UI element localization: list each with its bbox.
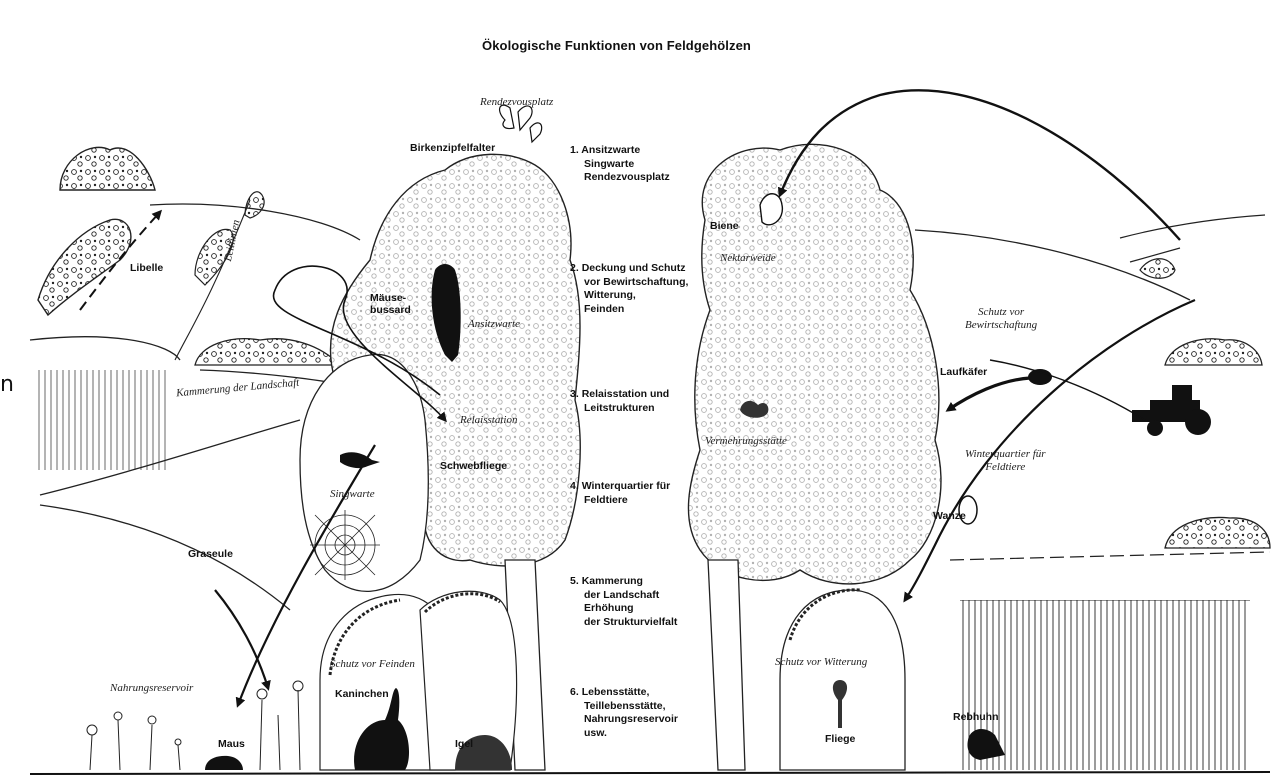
label-laufkaefer: Laufkäfer [940, 366, 987, 378]
crop-field [38, 370, 168, 470]
ground-line [30, 772, 1270, 774]
tree-trunk [708, 560, 745, 770]
function-item-3: 3. Relaisstation und Leitstrukturen [570, 388, 710, 415]
annotation-vermehrungsstaette: Vermehrungsstätte [705, 435, 787, 448]
label-maus: Maus [218, 738, 245, 750]
function-item-1: 1. Ansitzwarte Singwarte Rendezvousplatz [570, 144, 710, 185]
label-kaninchen: Kaninchen [335, 688, 389, 700]
label-birkenzipfelfalter: Birkenzipfelfalter [410, 142, 495, 154]
annotation-nektarweide: Nektarweide [720, 252, 776, 265]
hedge [1165, 339, 1262, 365]
arrow-graseule [215, 590, 268, 688]
annotation-ansitzwarte: Ansitzwarte [468, 318, 520, 331]
shrub [300, 354, 428, 591]
bee-silhouette [760, 194, 782, 225]
arrow-laufkaefer [948, 378, 1030, 410]
hill-curve [30, 337, 180, 360]
annotation-schutz-witterung: Schutz vor Witterung [775, 656, 867, 669]
annotation-schutz-feinden: Schutz vor Feinden [330, 658, 415, 671]
annotation-winterquartier: Winterquartier für Feldtiere [965, 448, 1046, 473]
label-igel: Igel [455, 738, 473, 750]
function-item-6: 6. Lebensstätte, Teillebensstätte, Nahru… [570, 686, 710, 741]
crop-field [960, 600, 1250, 770]
butterfly-pair [500, 105, 542, 142]
hedge [1165, 517, 1270, 548]
annotation-schutz-bewirtschaftung: Schutz vor Bewirtschaftung [965, 306, 1037, 331]
annotation-rendezvousplatz: Rendezvousplatz [480, 96, 553, 109]
hill-curve [1120, 215, 1265, 238]
hedge [60, 147, 155, 190]
label-fliege: Fliege [825, 733, 855, 745]
annotation-singwarte: Singwarte [330, 488, 375, 501]
label-graseule: Graseule [188, 548, 233, 560]
label-biene: Biene [710, 220, 739, 232]
function-item-4: 4. Winterquartier für Feldtiere [570, 480, 710, 507]
mouse-silhouette [205, 756, 243, 770]
edge-text-fragment: n [0, 372, 14, 397]
hill-curve [40, 505, 290, 610]
hedge [1140, 259, 1175, 279]
label-schwebfliege: Schwebfliege [440, 460, 507, 472]
tractor-silhouette [1132, 385, 1211, 436]
tree-canopy [688, 144, 941, 584]
hedge [195, 339, 340, 365]
crop-field-back [950, 565, 1270, 600]
label-wanze: Wanze [933, 510, 966, 522]
spider-web [310, 510, 380, 580]
arrow-tractor [990, 360, 1145, 420]
annotation-nahrungsreservoir: Nahrungsreservoir [110, 682, 193, 695]
annotation-relaisstation: Relaisstation [460, 414, 517, 427]
function-item-5: 5. Kammerung der Landschaft Erhöhung der… [570, 575, 710, 630]
hedge [245, 192, 264, 218]
label-maeusebussard: Mäuse- bussard [370, 292, 411, 316]
hill-curve [950, 552, 1270, 560]
diagram-title: Ökologische Funktionen von Feldgehölzen [482, 38, 751, 53]
label-rebhuhn: Rebhuhn [953, 711, 999, 723]
function-item-2: 2. Deckung und Schutz vor Bewirtschaftun… [570, 262, 710, 317]
label-libelle: Libelle [130, 262, 163, 274]
hedge [38, 219, 131, 315]
